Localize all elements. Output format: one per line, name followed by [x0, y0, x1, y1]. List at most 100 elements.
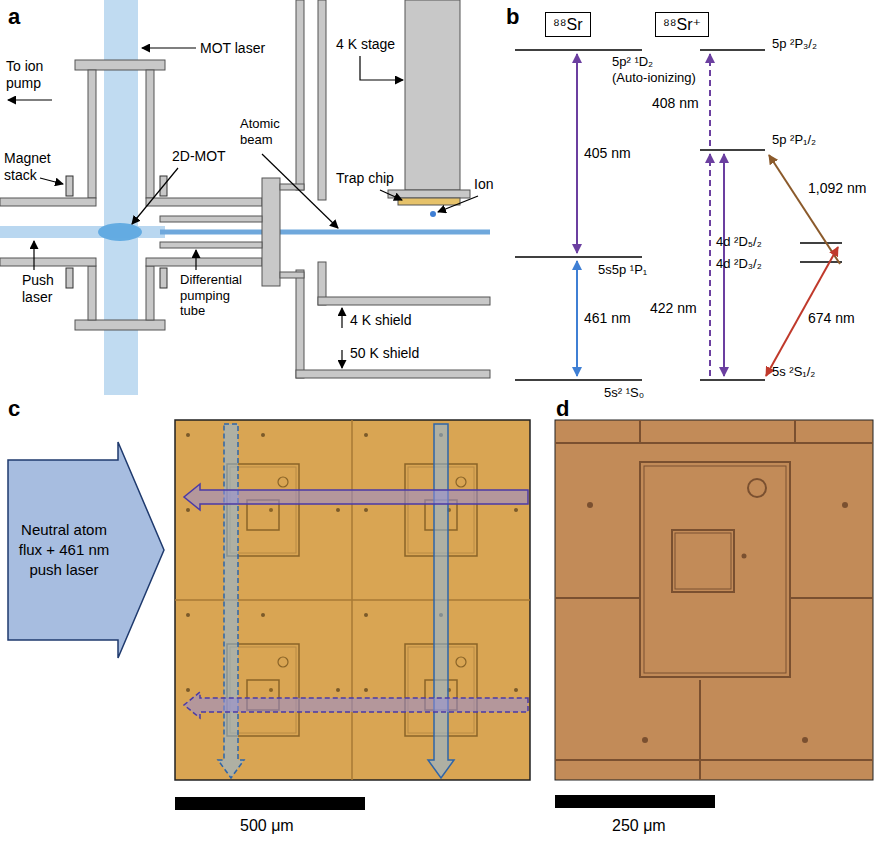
level-label: (Auto-ionizing)	[612, 70, 696, 86]
vacuum-chamber	[160, 216, 262, 222]
micrograph-d	[555, 442, 873, 444]
vacuum-chamber	[160, 242, 262, 248]
leader-lines	[341, 308, 342, 328]
4k-stage	[388, 0, 470, 198]
energy-levels	[800, 242, 842, 244]
level-label: 4d ²D₃/₂	[716, 256, 762, 272]
energy-levels	[515, 50, 842, 380]
transition-arrows	[577, 54, 840, 376]
part-label: 4 K stage	[336, 36, 395, 53]
part-label: Trap chip	[336, 170, 394, 187]
wavelength-label: 408 nm	[652, 95, 699, 112]
panel-letter: d	[556, 396, 569, 422]
energy-levels	[700, 149, 765, 151]
transition-arrows	[576, 261, 578, 376]
level-label: 5s5p ¹P₁	[598, 262, 647, 278]
energy-levels	[700, 49, 765, 51]
leader-lines	[360, 56, 403, 80]
wavelength-label: 674 nm	[808, 310, 855, 327]
micrograph-d	[587, 502, 593, 508]
arrow-shape	[8, 442, 164, 658]
transition-arrows	[769, 155, 840, 264]
micrograph-d	[842, 502, 848, 508]
leader-lines	[341, 350, 342, 368]
magnet-stack	[66, 176, 167, 288]
50k-shield	[280, 0, 490, 378]
part-label: Push laser	[22, 272, 67, 306]
vacuum-chamber	[146, 266, 154, 320]
micrograph-d	[555, 420, 873, 780]
vacuum-chamber	[88, 70, 96, 198]
vacuum-chamber	[146, 258, 262, 266]
magnet-stack	[160, 268, 167, 288]
flux-arrow: Neutral atom flux + 461 nm push laser	[6, 440, 166, 660]
node-text: Neutral atom flux + 461 nm push laser	[12, 520, 116, 581]
trap-chip	[398, 198, 460, 205]
micrograph-d	[640, 462, 790, 677]
4k-stage	[388, 190, 470, 198]
leader-lines	[40, 178, 63, 184]
50k-shield	[296, 270, 304, 378]
beam-arrows	[428, 424, 454, 778]
scale-label: 500 μm	[240, 816, 294, 835]
50k-shield	[296, 370, 490, 378]
node-text: ⁸⁸Sr	[553, 15, 583, 34]
micrograph-d	[555, 420, 873, 780]
vacuum-chamber	[0, 60, 280, 330]
leader-lines	[33, 241, 34, 270]
energy-levels	[800, 261, 842, 263]
vacuum-chamber	[262, 178, 280, 286]
part-label: Atomic beam	[240, 116, 290, 147]
vacuum-chamber	[0, 258, 96, 266]
scale-label: 250 μm	[612, 816, 666, 835]
push-laser-beam	[160, 230, 490, 235]
micrograph-d	[699, 680, 701, 780]
micrograph-d	[555, 597, 640, 599]
level-label: 5s ²S₁/₂	[772, 364, 815, 380]
50k-shield	[280, 272, 304, 278]
wavelength-label: 461 nm	[584, 310, 631, 327]
panel-letter: c	[8, 396, 20, 422]
2d-mot-cloud	[98, 223, 142, 241]
leader-lines	[380, 190, 402, 200]
micrograph-d	[794, 420, 796, 443]
wavelength-label: 422 nm	[650, 300, 697, 317]
micrograph-d	[672, 530, 734, 592]
level-label: 5p ²P₁/₂	[772, 132, 816, 148]
part-label: 50 K shield	[350, 345, 419, 362]
scale-bar	[555, 795, 715, 808]
level-label: 5p ²P₃/₂	[772, 36, 817, 52]
micrograph-d	[555, 759, 873, 761]
vacuum-chamber	[146, 198, 262, 206]
micrograph-c	[175, 420, 530, 780]
arrow-text-area: Neutral atom flux + 461 nm push laser	[12, 462, 116, 638]
vacuum-chamber	[146, 70, 154, 198]
species-box: ⁸⁸Sr	[545, 12, 591, 37]
part-label: 4 K shield	[350, 312, 411, 329]
micrograph-d	[748, 479, 766, 497]
part-label: Magnet stack	[4, 150, 58, 184]
node-text: ⁸⁸Sr⁺	[663, 15, 701, 34]
level-label: 4d ²D₅/₂	[716, 234, 762, 250]
micrograph-d	[742, 554, 747, 559]
micrograph-c	[186, 613, 340, 736]
micrograph-d	[555, 420, 873, 780]
level-label: 5s² ¹S₀	[604, 385, 644, 401]
4k-shield	[318, 0, 490, 305]
leader-lines	[195, 250, 196, 270]
energy-levels	[515, 49, 642, 51]
scale-bar	[175, 797, 365, 810]
trap-chip	[430, 211, 436, 217]
beam-arrows	[184, 424, 528, 778]
part-label: To ion pump	[6, 58, 66, 92]
leader-lines	[132, 168, 178, 224]
micrograph-d	[642, 737, 648, 743]
50k-shield	[280, 184, 304, 190]
micrograph-d	[639, 420, 641, 443]
vacuum-chamber	[75, 60, 165, 70]
leader-lines	[8, 99, 52, 100]
transition-arrows	[709, 154, 711, 376]
leader-lines	[142, 47, 196, 48]
